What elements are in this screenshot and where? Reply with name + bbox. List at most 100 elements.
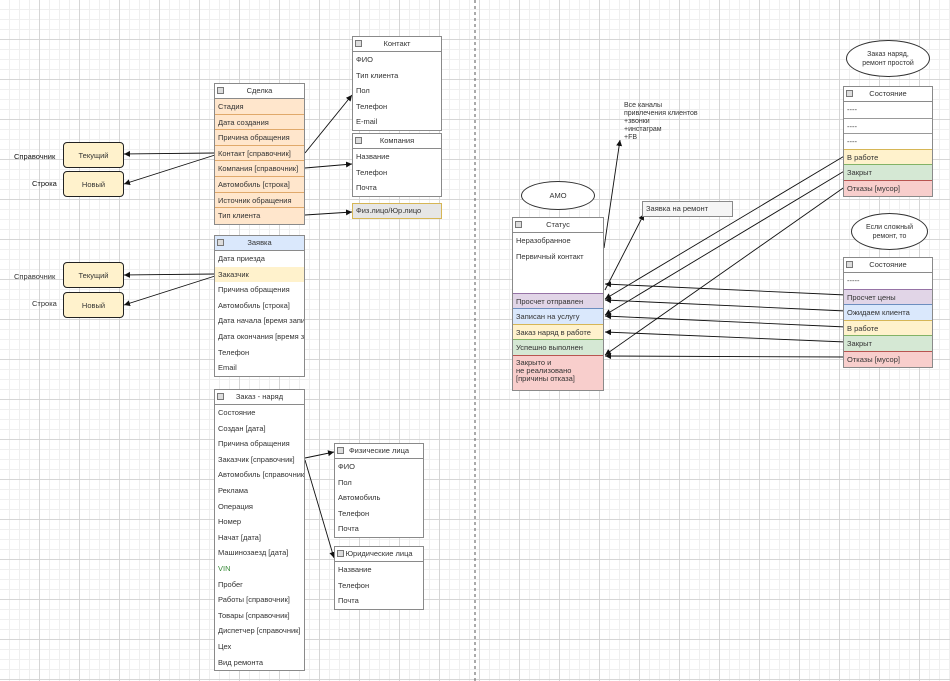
request-row[interactable]: Заказчик <box>215 266 304 283</box>
fiz-yur-box[interactable]: Физ.лицо/Юр.лицо <box>352 203 442 219</box>
order-row[interactable]: Операция <box>218 501 253 511</box>
state-row[interactable]: Отказы [мусор] <box>844 350 932 367</box>
company-row[interactable]: Почта <box>356 183 377 193</box>
state-header: Состояние <box>844 258 932 273</box>
request-table[interactable]: Заявка Дата приезда Заказчик Причина обр… <box>214 235 305 377</box>
deal-row[interactable]: Причина обращения <box>215 130 304 146</box>
order-row[interactable]: Состояние <box>218 408 256 417</box>
deal-row[interactable]: Источник обращения <box>215 192 304 209</box>
order-row[interactable]: Реклама <box>218 485 249 495</box>
legal-row[interactable]: Название <box>338 565 372 574</box>
order-row[interactable]: Создан [дата] <box>218 423 266 433</box>
deal-row[interactable]: Контакт [справочник] <box>215 145 304 162</box>
order-header: Заказ - наряд <box>215 390 304 405</box>
legal-row[interactable]: Почта <box>338 596 359 606</box>
state-table-complex[interactable]: Состояние ----- Просчет цены Ожидаем кли… <box>843 257 933 368</box>
fiz-yur-label: Физ.лицо/Юр.лицо <box>356 206 422 215</box>
new-box[interactable]: Новый <box>63 171 124 197</box>
complex-repair-ellipse[interactable]: Если сложный ремонт, то <box>851 213 928 250</box>
state-row[interactable]: Ожидаем клиента <box>844 304 932 320</box>
new-box-2[interactable]: Новый <box>63 292 124 318</box>
state-row[interactable]: ---- <box>844 117 932 134</box>
order-row[interactable]: Машинозаезд [дата] <box>218 548 289 558</box>
state-row[interactable]: Закрыт <box>844 164 932 180</box>
order-customer-to-phys-connector <box>304 450 335 459</box>
status-row[interactable]: Записан на услугу <box>513 308 603 324</box>
phys-row[interactable]: Пол <box>338 477 352 487</box>
phys-row[interactable]: Автомобиль <box>338 493 381 503</box>
contact-row[interactable]: Пол <box>356 86 370 96</box>
sprav-label: Справочник <box>14 152 56 161</box>
request-row[interactable]: Дата приезда <box>218 254 265 263</box>
company-row[interactable]: Телефон <box>356 167 388 177</box>
order-row[interactable]: Работы [справочник] <box>218 595 290 605</box>
state-row[interactable]: Закрыт <box>844 335 932 351</box>
request-row[interactable]: Телефон <box>218 347 250 357</box>
status-row[interactable]: Просчет отправлен <box>513 292 603 309</box>
phys-row[interactable]: Почта <box>338 524 359 534</box>
legal-header: Юридические лица <box>335 547 423 562</box>
order-row[interactable]: Автомобиль [справочник] <box>218 470 304 480</box>
state-header: Состояние <box>844 87 932 102</box>
deal-row[interactable]: Автомобиль [строка] <box>215 176 304 193</box>
state-row[interactable]: В работе <box>844 319 932 336</box>
deal-row[interactable]: Дата создания <box>215 114 304 131</box>
request-row[interactable]: Причина обращения <box>218 285 290 295</box>
current-box[interactable]: Текущий <box>63 142 124 168</box>
order-row[interactable]: Причина обращения <box>218 439 290 449</box>
status-row[interactable]: Закрыто и не реализовано [причины отказа… <box>513 354 603 390</box>
state-row[interactable]: ---- <box>847 105 857 114</box>
status-to-repair-request-connector <box>604 213 645 291</box>
deal-header: Сделка <box>215 84 304 99</box>
status-row[interactable]: Неразобранное <box>516 236 571 245</box>
phys-row[interactable]: Телефон <box>338 508 370 518</box>
state-row[interactable]: Отказы [мусор] <box>844 179 932 196</box>
order-row[interactable]: Заказчик [справочник] <box>218 454 295 464</box>
deal-row[interactable]: Компания [справочник] <box>215 161 304 177</box>
request-row[interactable]: Автомобиль [строка] <box>218 300 290 310</box>
request-row[interactable]: Дата начала [время записи] <box>218 316 304 326</box>
order-row[interactable]: VIN <box>218 563 231 573</box>
status-row[interactable]: Заказ наряд в работе <box>513 323 603 340</box>
deal-row[interactable]: Тип клиента <box>215 208 304 224</box>
order-row[interactable]: Номер <box>218 517 242 527</box>
order-table[interactable]: Заказ - наряд Состояние Создан [дата] Пр… <box>214 389 305 672</box>
company-table[interactable]: Компания Название Телефон Почта <box>352 133 442 197</box>
stroka-label-2: Строка <box>32 299 57 308</box>
order-row[interactable]: Товары [справочник] <box>218 610 290 620</box>
order-row[interactable]: Вид ремонта <box>218 657 263 667</box>
phys-table[interactable]: Физические лица ФИО Пол Автомобиль Телеф… <box>334 443 424 538</box>
status-row[interactable]: Успешно выполнен <box>513 339 603 355</box>
state1-refused-to-status-connector <box>604 185 847 356</box>
current-box-2[interactable]: Текущий <box>63 262 124 288</box>
contact-table[interactable]: Контакт ФИО Тип клиента Пол Телефон E-ma… <box>352 36 442 131</box>
order-row[interactable]: Цех <box>218 641 232 651</box>
company-row[interactable]: Название <box>356 152 390 161</box>
status-row[interactable]: Первичный контакт <box>516 251 584 261</box>
contact-row[interactable]: Телефон <box>356 101 388 111</box>
deal-row[interactable]: Стадия <box>215 99 304 115</box>
repair-request-box[interactable]: Заявка на ремонт <box>642 201 733 217</box>
state-row[interactable]: В работе <box>844 148 932 165</box>
request-customer-to-current-connector <box>123 271 216 278</box>
legal-row[interactable]: Телефон <box>338 580 370 590</box>
state-row[interactable]: ----- <box>847 276 860 285</box>
order-row[interactable]: Начат [дата] <box>218 532 261 542</box>
order-row[interactable]: Диспетчер [справочник] <box>218 626 301 636</box>
state-table-simple[interactable]: Состояние ---- ---- ---- В работе Закрыт… <box>843 86 933 197</box>
phys-row[interactable]: ФИО <box>338 462 355 471</box>
simple-repair-ellipse[interactable]: Заказ наряд, ремонт простой <box>846 40 930 77</box>
status-to-channels-connector <box>603 139 623 249</box>
status-table[interactable]: Статус Неразобранное Первичный контакт П… <box>512 217 604 391</box>
deal-table[interactable]: Сделка Стадия Дата создания Причина обра… <box>214 83 305 225</box>
contact-row[interactable]: Тип клиента <box>356 70 399 80</box>
legal-table[interactable]: Юридические лица Название Телефон Почта <box>334 546 424 610</box>
request-row[interactable]: Email <box>218 363 237 373</box>
state-row[interactable]: Просчет цены <box>844 288 932 305</box>
amo-ellipse[interactable]: АМО <box>521 181 595 210</box>
state-row[interactable]: ---- <box>844 133 932 149</box>
contact-row[interactable]: E-mail <box>356 117 378 127</box>
request-row[interactable]: Дата окончания [время записи] <box>218 331 304 341</box>
order-row[interactable]: Пробег <box>218 579 243 589</box>
contact-row[interactable]: ФИО <box>356 55 373 64</box>
